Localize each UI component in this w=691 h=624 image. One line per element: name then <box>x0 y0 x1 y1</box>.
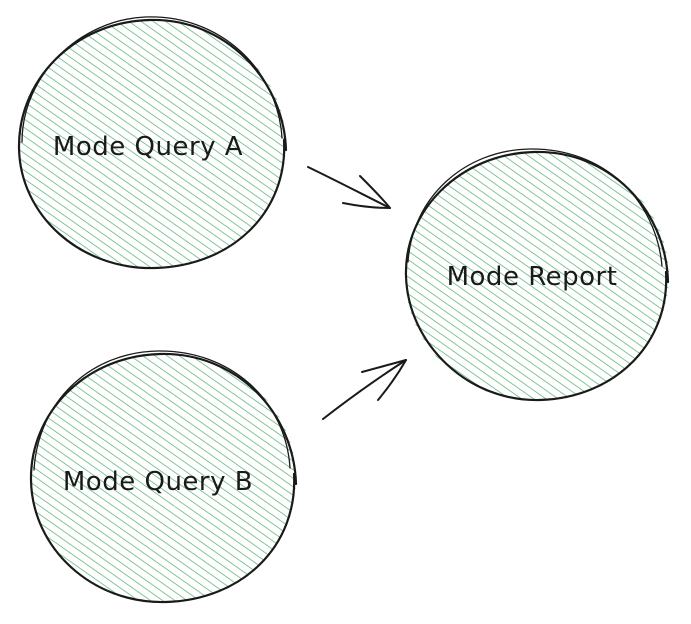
edge-query-b-to-report-arrowhead <box>361 359 407 401</box>
node-mode-query-b-outline <box>29 352 298 604</box>
node-mode-query-b-label: Mode Query B <box>63 467 253 497</box>
node-mode-report-outline-2 <box>407 148 663 267</box>
edge-query-a-to-report <box>307 166 391 209</box>
edge-query-a-to-report-arrowhead <box>342 175 391 209</box>
node-mode-report-circle <box>405 151 669 401</box>
node-mode-query-a-outline <box>17 18 288 270</box>
edge-query-a-to-report-line <box>307 166 391 209</box>
node-mode-query-a-label: Mode Query A <box>53 132 243 162</box>
node-mode-report-label: Mode Report <box>447 262 618 292</box>
node-mode-query-a-outline-2 <box>21 16 283 143</box>
node-mode-query-b-outline-2 <box>33 350 291 471</box>
node-mode-query-b[interactable]: Mode Query B <box>29 350 298 604</box>
node-mode-report[interactable]: Mode Report <box>404 148 670 402</box>
node-mode-query-a[interactable]: Mode Query A <box>17 16 288 270</box>
node-mode-query-b-circle <box>30 353 296 603</box>
node-mode-query-a-circle <box>18 20 286 268</box>
edge-query-b-to-report <box>322 359 407 420</box>
node-mode-report-outline <box>404 150 670 402</box>
edge-query-b-to-report-line <box>322 359 407 420</box>
